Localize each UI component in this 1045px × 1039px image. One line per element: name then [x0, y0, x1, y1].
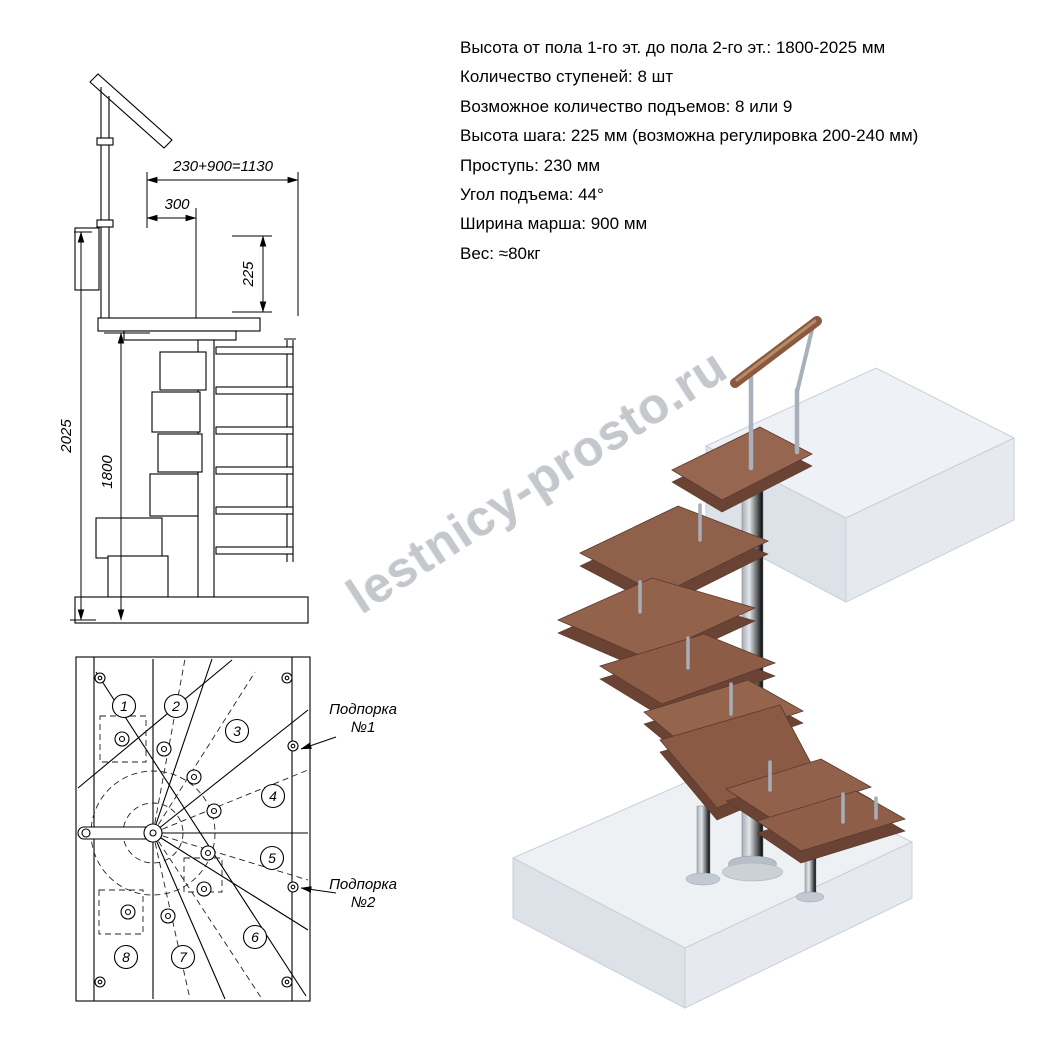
step-edge	[215, 386, 294, 395]
edge-posts	[94, 672, 299, 988]
hidden-step-edges	[152, 658, 309, 1000]
step-edge	[215, 506, 294, 515]
spec-line-angle: Угол подъема: 44°	[460, 185, 604, 205]
step-number-1: 1	[120, 698, 128, 714]
dim-label-top-width: 230+900=1130	[172, 158, 273, 175]
wood-handrail-highlight	[735, 319, 817, 382]
step-number-3: 3	[233, 723, 241, 739]
dimension-top-width: 230+900=1130	[146, 158, 299, 316]
step-3d-6	[557, 577, 757, 672]
render-3d	[511, 316, 1016, 1009]
spec-line-rises: Возможное количество подъемов: 8 или 9	[460, 96, 793, 116]
step-3d-1	[756, 790, 907, 864]
support-1-number: №1	[351, 719, 376, 736]
support-pad-2	[98, 889, 144, 935]
top-platform	[97, 317, 261, 332]
platform-frame	[123, 330, 237, 341]
support-leg-1-3d	[685, 805, 721, 886]
spec-line-step-height: Высота шага: 225 мм (возможна регулировк…	[460, 126, 919, 146]
step-number-4: 4	[269, 788, 277, 804]
post-bracket	[96, 137, 114, 146]
railing-3d	[730, 316, 822, 471]
step-edge	[215, 466, 294, 475]
step-edge	[215, 546, 294, 555]
step-numbers: 1 2 3 4 5 6 7 8	[111, 693, 286, 970]
plan-view: 1 2 3 4 5 6 7 8 Подпорка №1 Подпорка №2	[75, 656, 397, 1002]
spec-line-height: Высота от пола 1-го эт. до пола 2-го эт.…	[460, 38, 886, 57]
bottom-step	[95, 517, 163, 559]
dimension-stair-height: 1800	[99, 332, 150, 621]
spec-line-width: Ширина марша: 900 мм	[460, 214, 648, 234]
step-spindles	[638, 503, 878, 824]
dimension-total-height: 2025	[58, 231, 96, 621]
dim-label-platform-depth: 300	[164, 196, 190, 213]
support-callout-1: Подпорка №1	[300, 701, 397, 750]
center-pole-core	[149, 829, 157, 837]
step-number-7: 7	[179, 949, 188, 965]
baluster-posts	[114, 731, 222, 924]
specs-block: Высота от пола 1-го эт. до пола 2-го эт.…	[460, 33, 918, 268]
stair-module	[151, 391, 201, 433]
post-bracket	[96, 219, 114, 228]
elevation-view: 230+900=1130 300 225 2025 1800	[58, 73, 309, 624]
spec-line-steps: Количество ступеней: 8 шт	[460, 67, 674, 87]
dim-label-total-height: 2025	[58, 419, 75, 454]
step-edge	[215, 426, 294, 435]
support-leg-2-3d	[795, 841, 825, 903]
step-number-5: 5	[268, 850, 276, 866]
floor-slab-edge	[74, 227, 100, 291]
step-edge	[215, 346, 294, 355]
dimension-step-rise: 225	[232, 235, 272, 313]
dim-label-step-rise: 225	[240, 261, 257, 288]
support-1-label: Подпорка	[329, 701, 397, 718]
stair-steps-3d	[557, 426, 907, 864]
base-plate	[74, 596, 309, 624]
handrail-side	[89, 73, 173, 149]
step-number-6: 6	[251, 929, 259, 945]
stringer-lines	[77, 659, 307, 997]
stair-module	[159, 351, 207, 391]
step-division-lines	[78, 658, 309, 1000]
dim-label-stair-height: 1800	[99, 455, 116, 489]
stair-module	[157, 433, 203, 473]
step-3d-8	[671, 426, 813, 513]
spec-line-weight: Вес: ≈80кг	[460, 243, 541, 263]
stair-module	[149, 473, 199, 517]
step-number-8: 8	[122, 949, 130, 965]
step-3d-2	[725, 758, 872, 832]
right-railing-frame	[284, 338, 296, 562]
spec-line-tread: Проступь: 230 мм	[460, 155, 601, 175]
bottom-step	[107, 555, 169, 598]
support-2-label: Подпорка	[329, 876, 397, 893]
support-2-number: №2	[351, 894, 376, 911]
rail-elbow	[795, 328, 814, 394]
railing-post	[100, 87, 110, 318]
support-callout-2: Подпорка №2	[300, 876, 397, 911]
dimension-platform-depth: 300	[146, 196, 197, 318]
entry-rail-end	[81, 828, 91, 838]
step-number-2: 2	[171, 698, 180, 714]
